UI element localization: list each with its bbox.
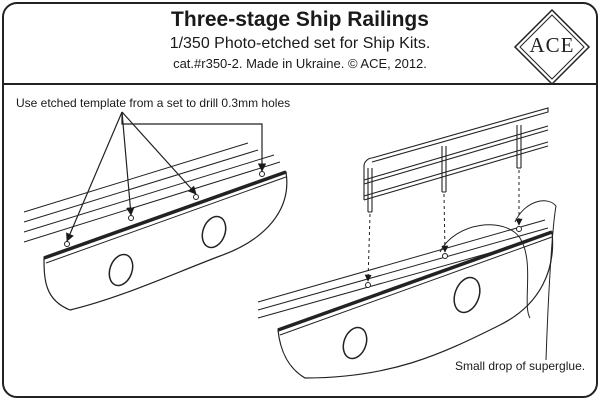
- deck-lines-left: [23, 142, 281, 243]
- drill-instruction-label: Use etched template from a set to drill …: [16, 96, 291, 110]
- drill-hole: [193, 194, 199, 200]
- placement-guide-lines: [364, 170, 523, 282]
- page-subtitle: 1/350 Photo-etched set for Ship Kits.: [169, 35, 431, 52]
- drill-pointer-arrows: [66, 111, 267, 242]
- hull-section-left: [43, 170, 288, 311]
- porthole-left-2: [201, 215, 227, 249]
- drill-hole: [516, 226, 522, 232]
- hull-section-right: [277, 226, 554, 379]
- ace-logo-text: ACE: [529, 33, 575, 57]
- drill-hole: [259, 171, 265, 177]
- superglue-label: Small drop of superglue.: [455, 359, 586, 373]
- page-title: Three-stage Ship Railings: [171, 8, 429, 31]
- ace-logo-icon: [513, 8, 591, 86]
- drill-hole: [64, 241, 70, 247]
- drill-hole: [365, 282, 371, 288]
- porthole-left-1: [108, 253, 134, 287]
- porthole-right-2: [453, 276, 481, 314]
- drill-hole: [442, 253, 448, 259]
- drill-hole: [128, 215, 134, 221]
- three-stage-railing: [363, 107, 549, 213]
- porthole-right-1: [342, 326, 368, 360]
- catalog-line: cat.#r350-2. Made in Ukraine. © ACE, 201…: [173, 56, 427, 71]
- glue-callout-curves: [439, 200, 557, 361]
